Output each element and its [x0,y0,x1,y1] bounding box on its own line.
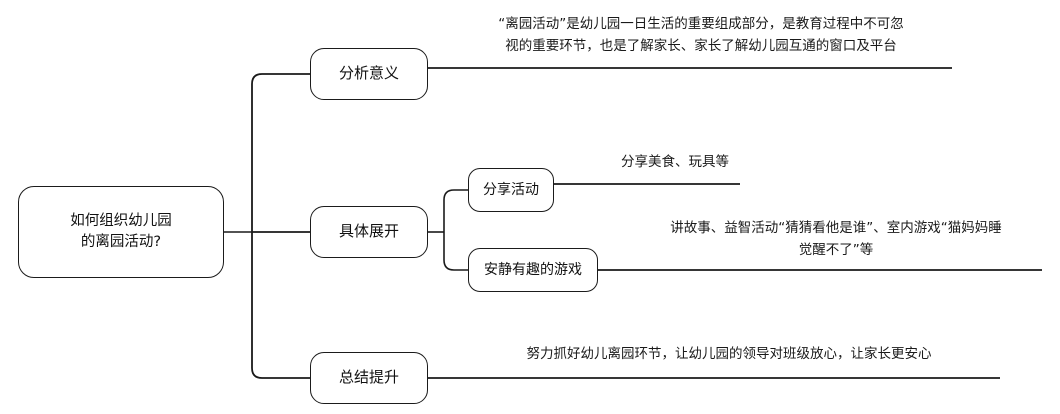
edge-branch-2-to-sub-1 [443,189,468,232]
leaf-text-summary: 努力抓好幼儿离园环节，让幼儿园的领导对班级放心，让家长更安心 [526,346,932,362]
edge-branch-2-to-sub-2 [443,232,468,271]
edge-root-to-branch-1 [251,73,310,232]
branch-node-summary-label: 总结提升 [338,368,399,387]
branch-node-details-label: 具体展开 [338,222,399,241]
leaf-text-quiet-games: 讲故事、益智活动“猜猜看他是谁”、室内游戏“猫妈妈睡 觉醒不了”等 [670,220,1002,258]
edge-root-to-branch-3 [251,232,310,379]
root-node-label: 如何组织幼儿园 的离园活动? [70,212,172,250]
sub-node-quiet-games-label: 安静有趣的游戏 [484,261,582,278]
branch-node-summary[interactable]: 总结提升 [310,352,428,404]
sub-node-quiet-games[interactable]: 安静有趣的游戏 [468,248,598,292]
leaf-text-sharing: 分享美食、玩具等 [621,154,729,170]
sub-node-sharing-label: 分享活动 [483,181,539,198]
root-node[interactable]: 如何组织幼儿园 的离园活动? [18,186,224,278]
branch-node-analysis[interactable]: 分析意义 [310,48,428,100]
branch-node-details[interactable]: 具体展开 [310,206,428,258]
sub-node-sharing[interactable]: 分享活动 [468,168,554,212]
leaf-text-analysis: “离园活动”是幼儿园一日生活的重要组成部分，是教育过程中不可忽 视的重要环节，也… [498,16,904,54]
branch-node-analysis-label: 分析意义 [338,64,399,83]
